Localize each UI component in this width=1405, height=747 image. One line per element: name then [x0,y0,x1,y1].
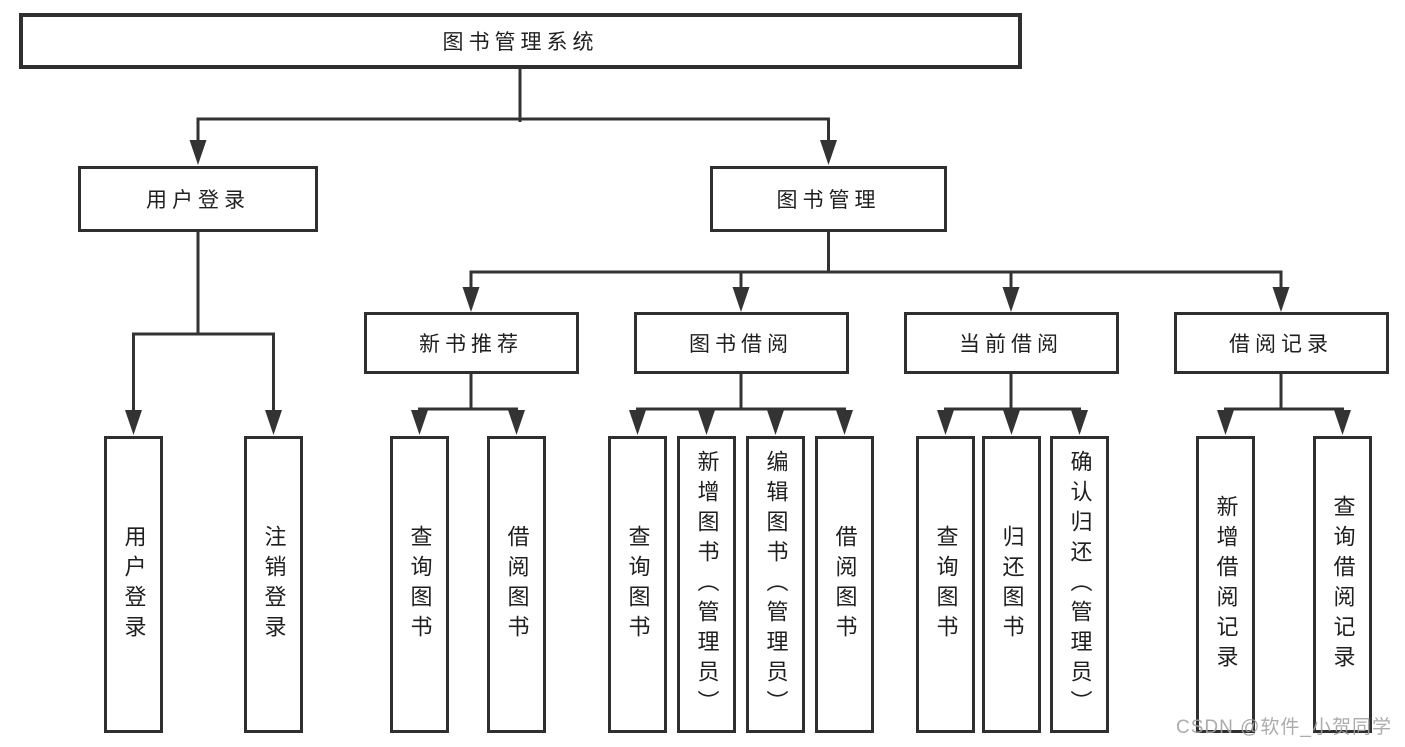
leaf-confirm-return-admin: 确认归还（管理员） [1050,436,1109,733]
leaf-return-book-label: 归还图书 [999,524,1025,645]
leaf-query-book-borrow-label: 查询图书 [625,524,651,645]
node-new-book-recommend-label: 新书推荐 [419,333,523,356]
leaf-edit-book-admin: 编辑图书（管理员） [746,436,805,733]
node-book-management-label: 图书管理 [776,189,881,212]
node-book-borrow: 图书借阅 [633,312,849,374]
leaf-borrow-book-recommend-label: 借阅图书 [504,524,530,645]
leaf-add-book-admin: 新增图书（管理员） [677,436,736,733]
node-root-label: 图书管理系统 [442,31,599,54]
leaf-return-book: 归还图书 [982,436,1041,733]
node-book-management: 图书管理 [710,166,947,232]
leaf-add-book-admin-label: 新增图书（管理员） [694,449,720,720]
node-new-book-recommend: 新书推荐 [363,312,579,374]
leaf-query-book-recommend-label: 查询图书 [407,524,433,645]
node-root: 图书管理系统 [19,13,1022,69]
node-current-borrow: 当前借阅 [903,312,1119,374]
leaf-logout-login: 注销登录 [244,436,303,733]
leaf-query-borrow-record: 查询借阅记录 [1313,436,1372,733]
leaf-logout-login-label: 注销登录 [261,524,287,645]
leaf-query-book-current: 查询图书 [916,436,975,733]
csdn-watermark: CSDN @软件_小贺同学 [1176,717,1392,738]
leaf-user-login: 用户登录 [104,436,163,733]
node-user-login: 用户登录 [78,166,318,232]
leaf-query-book-current-label: 查询图书 [933,524,959,645]
node-user-login-label: 用户登录 [146,189,250,212]
leaf-add-borrow-record: 新增借阅记录 [1196,436,1255,733]
leaf-borrow-book-recommend: 借阅图书 [487,436,546,733]
leaf-query-borrow-record-label: 查询借阅记录 [1330,494,1356,675]
node-book-borrow-label: 图书借阅 [689,333,793,356]
leaf-edit-book-admin-label: 编辑图书（管理员） [763,449,789,720]
node-borrow-record-label: 借阅记录 [1229,333,1333,356]
node-borrow-record: 借阅记录 [1173,312,1389,374]
node-current-borrow-label: 当前借阅 [959,333,1063,356]
leaf-confirm-return-admin-label: 确认归还（管理员） [1067,449,1093,720]
leaf-query-book-recommend: 查询图书 [390,436,449,733]
leaf-borrow-book-label: 借阅图书 [832,524,858,645]
leaf-query-book-borrow: 查询图书 [608,436,667,733]
leaf-borrow-book: 借阅图书 [815,436,874,733]
leaf-user-login-label: 用户登录 [121,524,147,645]
leaf-add-borrow-record-label: 新增借阅记录 [1213,494,1239,675]
